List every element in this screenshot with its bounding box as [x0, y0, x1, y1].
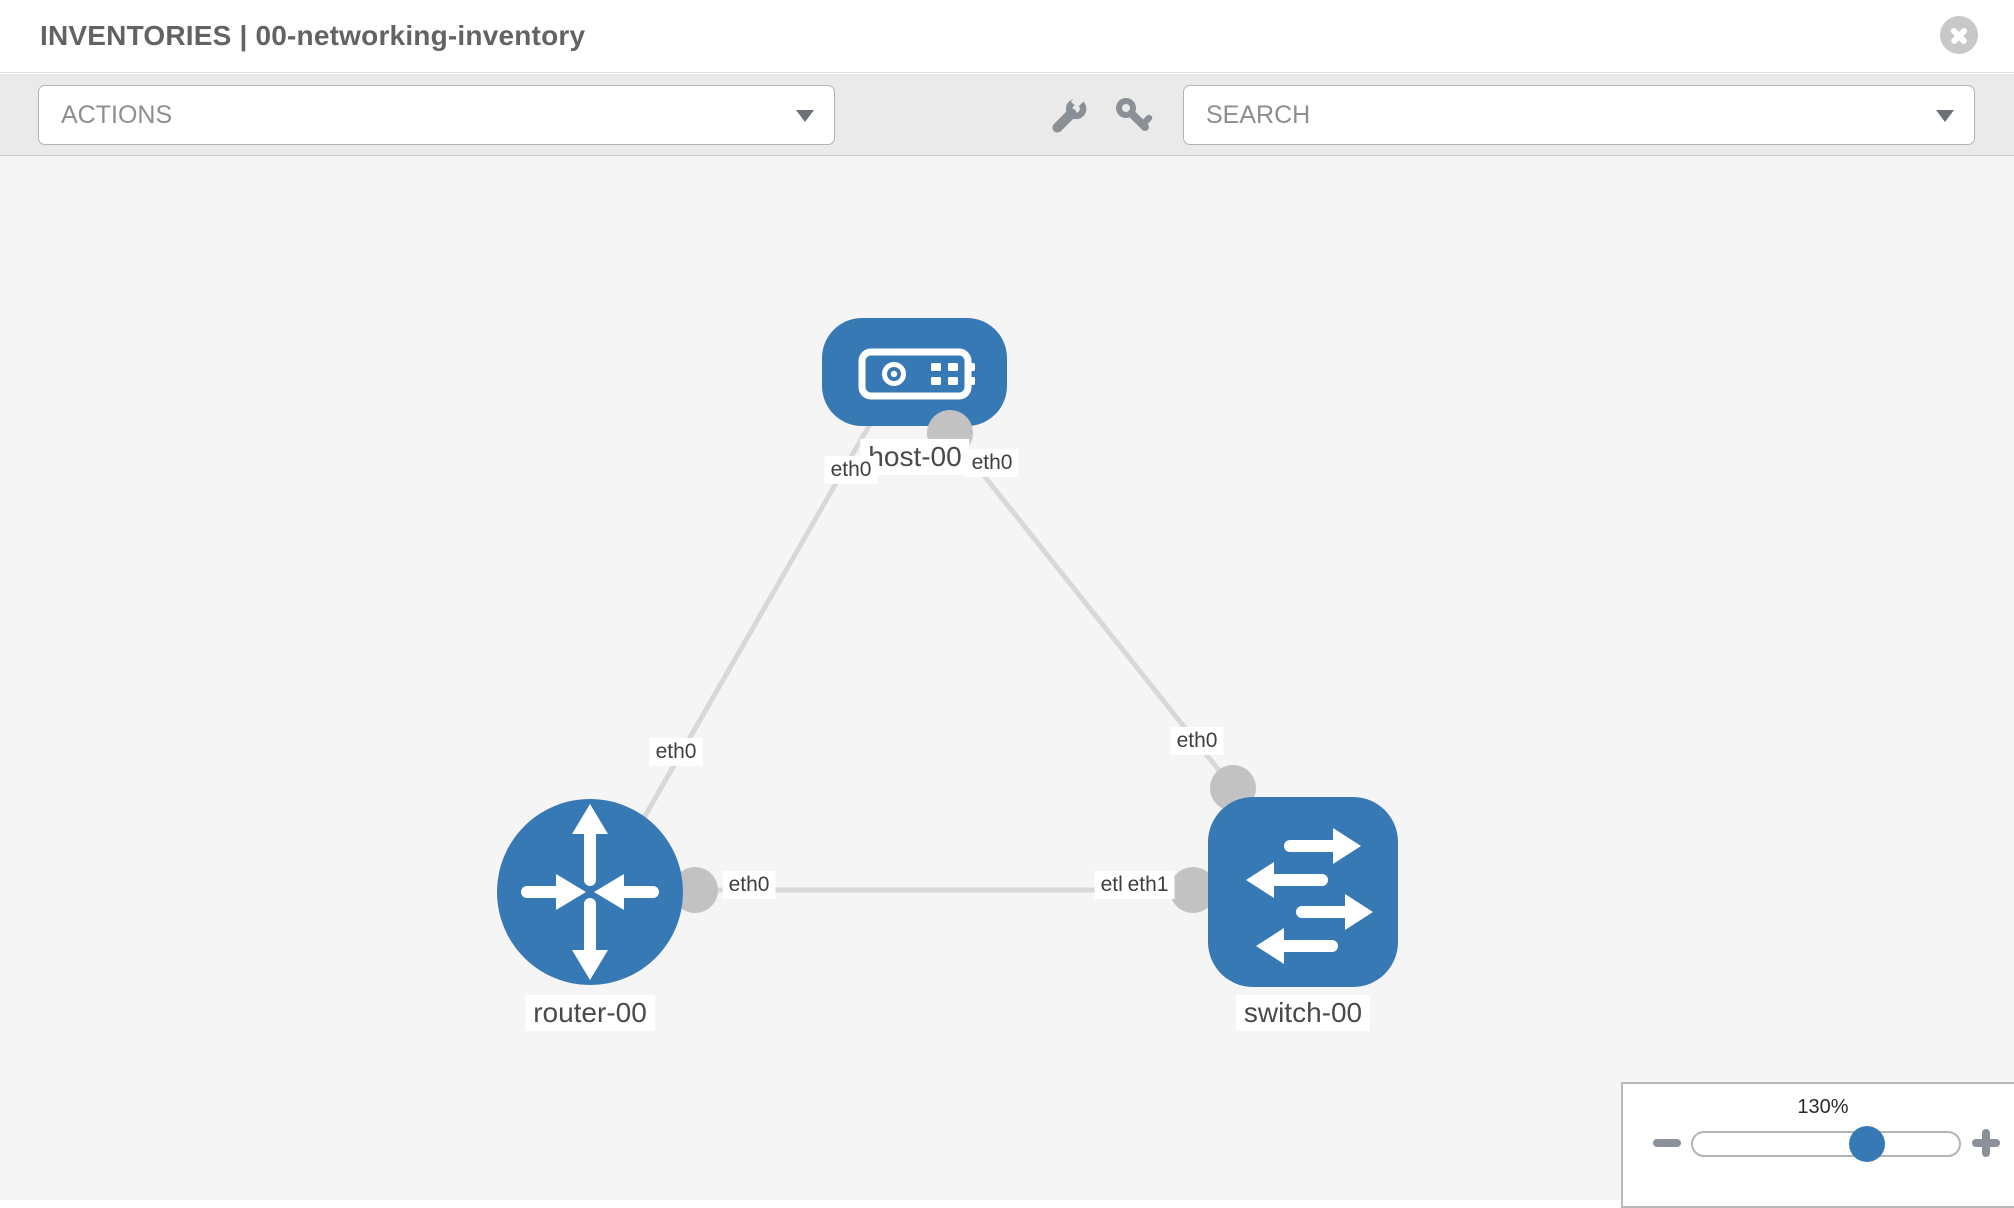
topology-canvas[interactable]: host-00 router-00 switch-00 eth0 eth0 et…: [0, 156, 2014, 1200]
chevron-down-icon: [796, 110, 814, 122]
node-label-host: host-00: [860, 438, 970, 476]
actions-dropdown[interactable]: ACTIONS: [38, 85, 835, 145]
search-dropdown[interactable]: SEARCH: [1183, 85, 1975, 145]
toolbar: ACTIONS SEARCH: [0, 74, 2014, 156]
plus-icon[interactable]: [1972, 1129, 2000, 1157]
chevron-down-icon: [1936, 110, 1954, 122]
breadcrumb-header: INVENTORIES | 00-networking-inventory: [0, 0, 2014, 73]
interface-label-switch-eth1-mid: eth1: [1121, 870, 1175, 900]
zoom-slider-track[interactable]: [1691, 1126, 1961, 1162]
switch-arrows-icon: [1246, 828, 1373, 964]
interface-connector: [672, 867, 718, 913]
zoom-slider-handle[interactable]: [1849, 1126, 1885, 1162]
wrench-icon[interactable]: [1046, 95, 1090, 139]
interface-label-host-eth0-right: eth0: [965, 448, 1019, 478]
interface-label-switch-eth0-top: eth0: [1170, 726, 1224, 756]
link-host-router[interactable]: [619, 422, 873, 858]
interface-connector: [1170, 867, 1216, 913]
interface-label-router-eth0-top: eth0: [649, 737, 703, 767]
interface-label-host-eth0-left: eth0: [824, 455, 878, 485]
node-switch-00[interactable]: [1208, 797, 1398, 987]
key-icon[interactable]: [1112, 95, 1156, 139]
node-router-00[interactable]: [497, 799, 683, 985]
node-label-router: router-00: [525, 994, 655, 1032]
interface-label-router-eth0-mid: eth0: [722, 870, 776, 900]
zoom-panel: 130%: [1621, 1082, 2014, 1208]
zoom-level-value: 130%: [1797, 1096, 1849, 1118]
server-icon: [858, 348, 975, 400]
actions-dropdown-label: ACTIONS: [61, 100, 173, 129]
close-icon[interactable]: [1940, 16, 1978, 54]
page-title: INVENTORIES | 00-networking-inventory: [40, 20, 586, 51]
node-host-00[interactable]: [822, 318, 1007, 456]
minus-icon[interactable]: [1653, 1139, 1681, 1147]
node-label-switch: switch-00: [1235, 994, 1371, 1032]
search-dropdown-label: SEARCH: [1206, 100, 1311, 129]
router-arrows-icon: [521, 804, 659, 980]
